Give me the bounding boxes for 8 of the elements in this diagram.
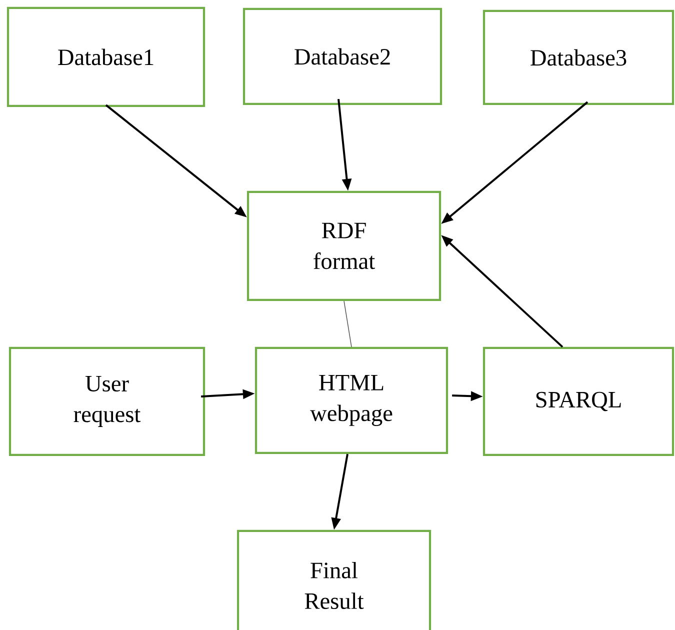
process-box: Database2 — [242, 8, 442, 106]
process-box: Database3 — [482, 10, 674, 106]
process-box: Database1 — [6, 6, 206, 108]
process-box: SPARQL — [482, 346, 674, 456]
process-box: Final Result — [236, 530, 432, 630]
process-box: User request — [8, 346, 206, 456]
process-box: HTML webpage — [254, 346, 448, 454]
process-box: RDF format — [246, 190, 442, 302]
